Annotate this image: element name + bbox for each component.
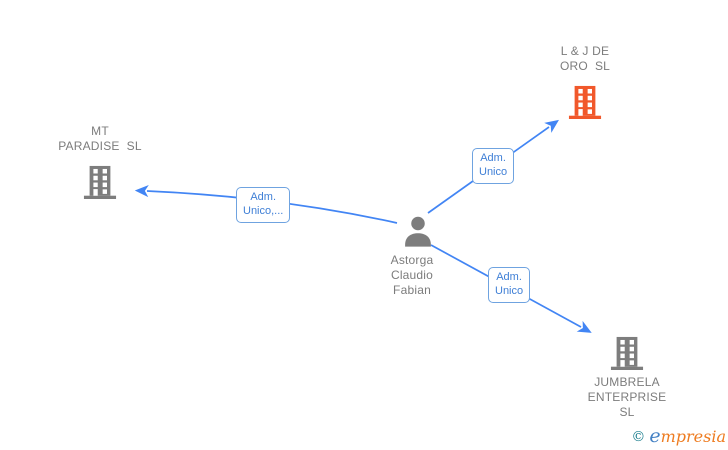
building-icon bbox=[83, 165, 117, 199]
company-name-jumbrela: JUMBRELA ENTERPRISE SL bbox=[587, 375, 667, 419]
edge-label-adm-unico-jumbrela[interactable]: Adm. Unico bbox=[488, 267, 531, 303]
edge-label-adm-unico-mt-paradise[interactable]: Adm. Unico,... bbox=[236, 187, 291, 223]
empresia-watermark: ©empresia bbox=[631, 425, 726, 447]
company-node-mt-paradise[interactable]: MT PARADISE SL bbox=[40, 124, 160, 204]
company-node-jumbrela[interactable]: JUMBRELA ENTERPRISE SL bbox=[567, 334, 687, 430]
building-icon bbox=[568, 85, 602, 119]
edge-label-adm-unico-lj-de-oro[interactable]: Adm. Unico bbox=[472, 148, 515, 184]
building-icon bbox=[610, 336, 644, 370]
company-name-mt-paradise: MT PARADISE SL bbox=[58, 124, 142, 153]
copyright-icon: © bbox=[631, 429, 646, 445]
brand-first-letter: e bbox=[649, 425, 661, 447]
company-name-lj-de-oro: L & J DE ORO SL bbox=[559, 44, 611, 73]
person-node-astorga-claudio-fabian[interactable]: Astorga Claudio Fabian bbox=[352, 216, 472, 300]
company-node-lj-de-oro[interactable]: L & J DE ORO SL bbox=[525, 44, 645, 124]
person-icon bbox=[405, 216, 431, 247]
person-name: Astorga Claudio Fabian bbox=[390, 253, 434, 297]
brand-rest: mpresia bbox=[660, 427, 726, 446]
